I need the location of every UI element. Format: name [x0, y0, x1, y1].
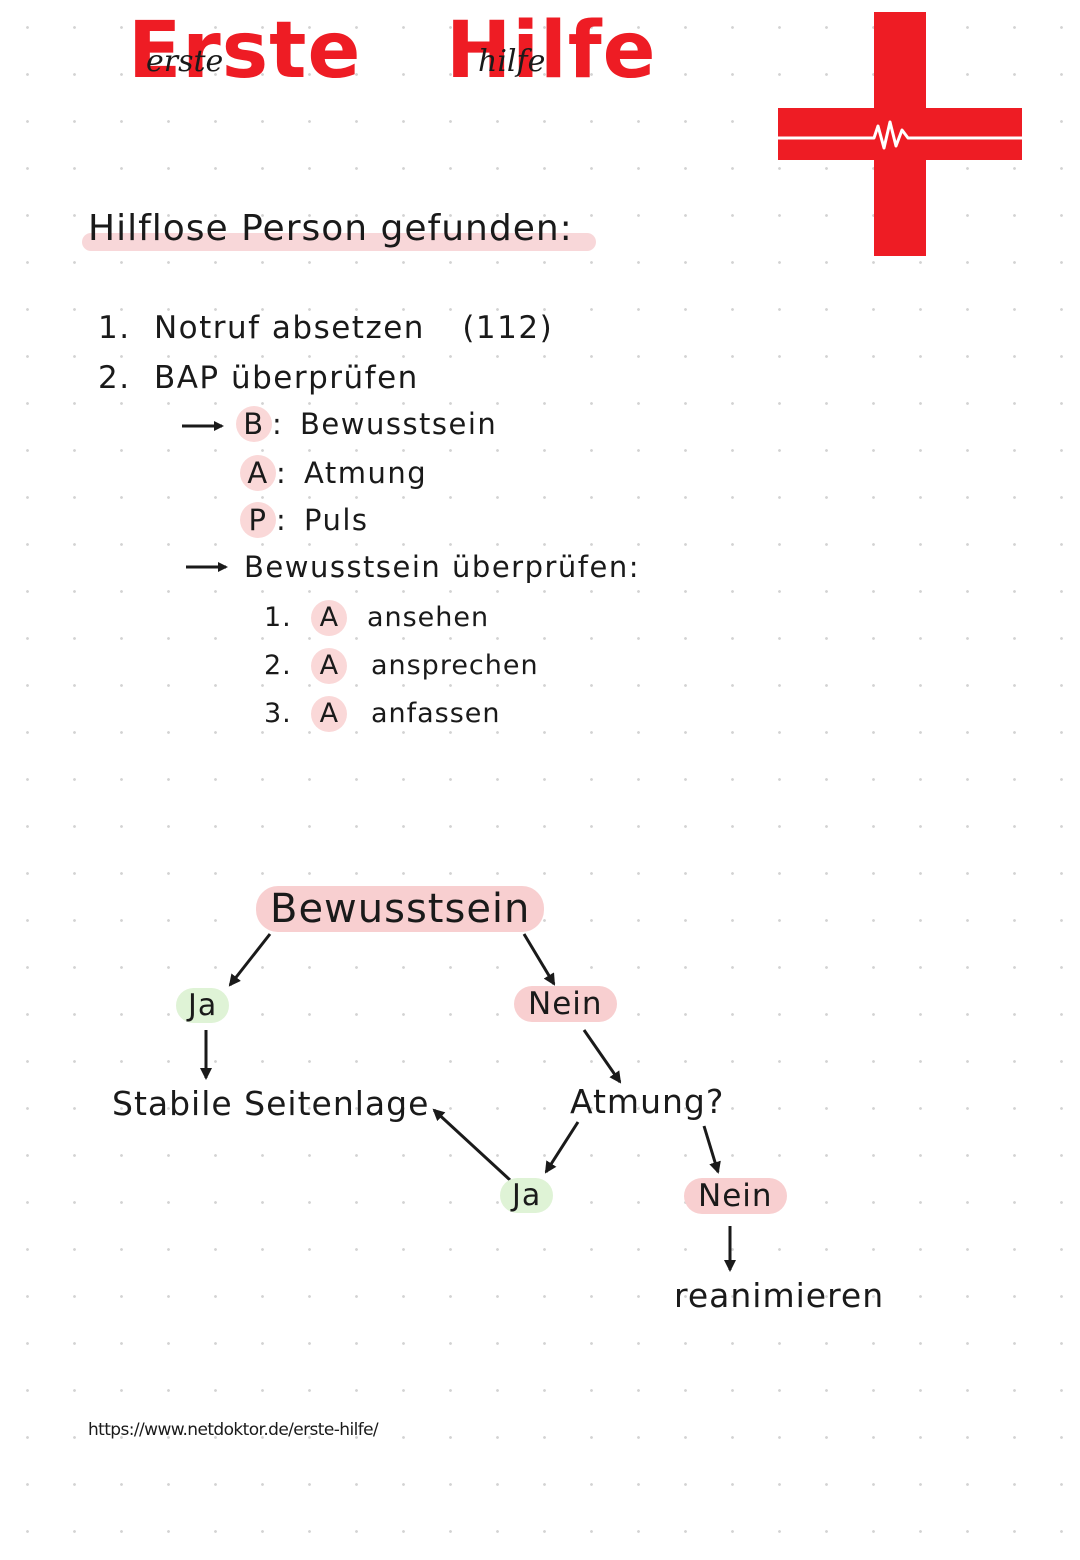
arrow-nein-to-atmung	[582, 1029, 622, 1084]
check-item-3-letter: A	[311, 696, 348, 732]
step-1: 1. Notruf absetzen (112)	[98, 310, 553, 346]
step-2-text: BAP überprüfen	[153, 360, 419, 396]
check-item-3: 3. A anfassen	[264, 696, 501, 732]
check-item-1: 1. A ansehen	[264, 600, 489, 636]
flow-action-reanimate: reanimieren	[674, 1276, 885, 1315]
step-2-number: 2.	[98, 360, 131, 396]
check-heading: Bewusstsein überprüfen:	[244, 550, 640, 584]
arrow-ja-to-stable-back	[432, 1108, 512, 1182]
arrow-atmung-to-nein	[702, 1125, 721, 1174]
page-heading: Hilflose Person gefunden:	[88, 208, 573, 249]
arrow-atmung-to-ja	[544, 1121, 580, 1174]
bap-letter-b: B	[236, 406, 272, 442]
check-item-2-number: 2.	[264, 650, 292, 681]
arrow-root-to-ja	[228, 933, 272, 987]
check-item-3-text: anfassen	[370, 698, 501, 729]
source-link[interactable]: https://www.netdoktor.de/erste-hilfe/	[88, 1420, 379, 1440]
bap-sep-a: :	[276, 456, 288, 490]
bap-sep-b: :	[272, 407, 284, 441]
bap-item-p: P: Puls	[240, 502, 369, 538]
check-item-2-letter: A	[311, 648, 348, 684]
step-1-emergency-number: (112)	[462, 310, 554, 346]
check-item-3-number: 3.	[264, 698, 292, 729]
title-word-erste: Erste	[128, 6, 362, 96]
title-word-hilfe: Hilfe	[446, 6, 657, 96]
title-note-erste: erste	[146, 44, 224, 79]
flow-stable-position: Stabile Seitenlage	[112, 1084, 430, 1123]
bap-item-b: B: Bewusstsein	[236, 406, 497, 442]
bap-text-p: Puls	[304, 503, 369, 537]
check-item-2: 2. A ansprechen	[264, 648, 539, 684]
bap-letter-a: A	[240, 455, 276, 491]
step-2: 2. BAP überprüfen	[98, 360, 419, 396]
heading-highlight	[82, 233, 596, 251]
step-1-number: 1.	[98, 310, 131, 346]
check-item-1-letter: A	[311, 600, 348, 636]
arrow-root-to-nein	[522, 933, 556, 986]
flow-no-1: Nein	[514, 986, 617, 1022]
flow-yes-2: Ja	[500, 1178, 554, 1213]
flow-root-bewusstsein: Bewusstsein	[256, 886, 545, 932]
check-item-1-number: 1.	[264, 602, 292, 633]
title-note-hilfe: hilfe	[478, 44, 546, 79]
bap-text-a: Atmung	[304, 456, 428, 490]
flow-yes-1: Ja	[176, 988, 230, 1023]
step-1-text: Notruf absetzen	[153, 310, 425, 346]
check-item-1-text: ansehen	[366, 602, 490, 633]
bap-item-a: A: Atmung	[240, 455, 427, 491]
check-item-2-text: ansprechen	[370, 650, 539, 681]
bap-sep-p: :	[276, 503, 288, 537]
flow-no-2: Nein	[684, 1178, 787, 1214]
flow-question-breathing: Atmung?	[570, 1082, 725, 1121]
bap-letter-p: P	[240, 502, 276, 538]
bap-text-b: Bewusstsein	[300, 407, 498, 441]
